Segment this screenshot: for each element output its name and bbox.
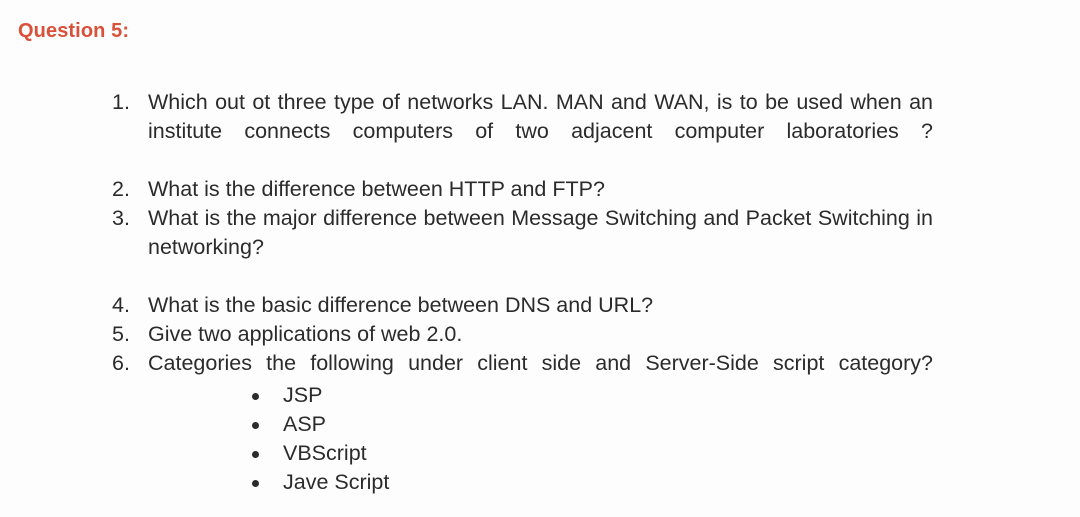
list-item: 5. Give two applications of web 2.0. xyxy=(112,320,933,349)
list-item: 4. What is the basic difference between … xyxy=(112,291,933,320)
sub-bullet-list: JSP ASP VBScript Jave Script xyxy=(252,381,389,497)
list-item-number: 1. xyxy=(112,90,130,114)
list-item: ASP xyxy=(252,410,389,439)
list-item-text: What is the major difference between Mes… xyxy=(148,206,933,259)
list-item: 3. What is the major difference between … xyxy=(112,204,933,291)
bullet-dot-icon xyxy=(252,422,259,429)
list-item-text: Categories the following under client si… xyxy=(148,351,933,375)
list-item-number: 4. xyxy=(112,293,130,317)
list-item: 1. Which out ot three type of networks L… xyxy=(112,88,933,175)
question-list: 1. Which out ot three type of networks L… xyxy=(112,88,933,407)
bullet-dot-icon xyxy=(252,451,259,458)
list-item-label: VBScript xyxy=(283,441,367,465)
list-item-number: 3. xyxy=(112,206,130,230)
list-item: JSP xyxy=(252,381,389,410)
list-item-text: What is the difference between HTTP and … xyxy=(148,177,605,201)
list-item-text: Give two applications of web 2.0. xyxy=(148,322,463,346)
list-item-number: 2. xyxy=(112,177,130,201)
list-item: VBScript xyxy=(252,439,389,468)
list-item-label: Jave Script xyxy=(283,470,390,494)
list-item-text: Which out ot three type of networks LAN.… xyxy=(148,90,933,143)
page-title: Question 5: xyxy=(18,20,130,42)
list-item: 6. Categories the following under client… xyxy=(112,349,933,407)
list-item-number: 5. xyxy=(112,322,130,346)
list-item-label: ASP xyxy=(283,412,327,436)
list-item-label: JSP xyxy=(283,383,323,407)
list-item-text: What is the basic difference between DNS… xyxy=(148,293,654,317)
bullet-dot-icon xyxy=(252,393,259,400)
bullet-dot-icon xyxy=(252,480,259,487)
list-item: 2. What is the difference between HTTP a… xyxy=(112,175,933,204)
list-item-number: 6. xyxy=(112,351,130,375)
list-item: Jave Script xyxy=(252,468,389,497)
